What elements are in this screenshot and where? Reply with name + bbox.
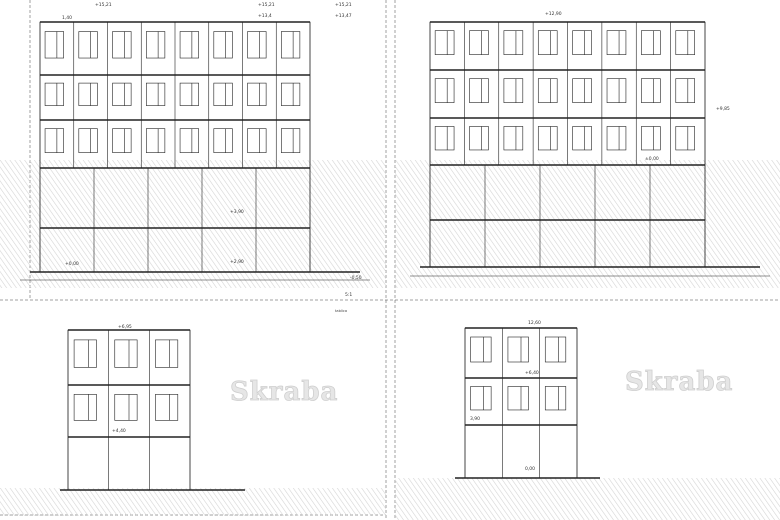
window-opening [606, 30, 627, 55]
level-label: +12,90 [545, 11, 562, 17]
window-opening [544, 336, 567, 363]
window-opening [469, 30, 489, 55]
window-opening [572, 30, 592, 55]
dimension-label: +9,85 [716, 106, 730, 112]
window-opening [434, 78, 455, 103]
window-opening [537, 78, 558, 103]
level-label: 3,90 [470, 416, 480, 422]
level-label: +0,00 [65, 261, 79, 267]
window-opening [470, 336, 492, 363]
dimension-label: 12,60 [528, 320, 541, 326]
window-opening [281, 82, 301, 106]
window-opening [44, 31, 64, 59]
window-opening [247, 128, 267, 153]
window-opening [537, 30, 558, 55]
window-opening [469, 126, 489, 151]
window-opening [641, 78, 661, 103]
window-opening [503, 30, 524, 55]
window-opening [641, 126, 661, 151]
elevation-top-right: +12,90 +9,85 ±0,00 [410, 11, 770, 277]
window-opening [114, 394, 138, 421]
window-opening [179, 31, 199, 59]
level-label: +13,4 [258, 13, 272, 19]
window-opening [213, 31, 233, 59]
section-bottom-left: +4,40 +6,95 [60, 324, 245, 491]
window-opening [572, 78, 592, 103]
window-opening [503, 126, 524, 151]
window-opening [247, 31, 267, 59]
window-opening [179, 82, 199, 106]
window-opening [469, 78, 489, 103]
window-opening [112, 82, 132, 106]
window-opening [155, 339, 179, 368]
window-opening [179, 128, 199, 153]
level-label: 1,40 [62, 15, 72, 21]
window-opening [434, 30, 455, 55]
section-bottom-right: 12,60 +6,40 0,00 3,90 [455, 320, 600, 479]
window-opening [213, 128, 233, 153]
window-opening [78, 128, 98, 153]
window-opening [44, 128, 64, 153]
level-label: 0,00 [525, 466, 535, 472]
watermark-left: Skraba [230, 377, 338, 407]
level-label: +2,90 [230, 259, 244, 265]
level-label: +15,21 [258, 2, 275, 8]
window-opening [73, 394, 97, 421]
window-opening [503, 78, 524, 103]
window-opening [434, 126, 455, 151]
window-opening [44, 82, 64, 106]
window-opening [78, 31, 98, 59]
level-label: +6,40 [525, 370, 539, 376]
window-opening [606, 126, 627, 151]
ground-note: tablica [335, 309, 347, 313]
elevation-top-left: 1,40 +15,21 +15,21 +13,4 +13,47 +15,21 +… [20, 2, 370, 313]
scale-label: 5:1 [345, 292, 352, 298]
window-opening [146, 82, 166, 106]
window-opening [213, 82, 233, 106]
window-opening [155, 394, 179, 421]
window-opening [112, 31, 132, 59]
window-opening [470, 386, 492, 411]
window-opening [507, 386, 529, 411]
window-opening [114, 339, 138, 368]
window-opening [675, 30, 695, 55]
watermark-right: Skraba [625, 367, 733, 397]
window-opening [281, 31, 301, 59]
window-opening [78, 82, 98, 106]
level-label: -0,50 [350, 275, 362, 281]
window-opening [675, 126, 695, 151]
window-opening [73, 339, 97, 368]
window-opening [572, 126, 592, 151]
window-opening [247, 82, 267, 106]
level-label: +6,95 [118, 324, 132, 330]
level-label: +15,21 [95, 2, 112, 8]
window-opening [146, 128, 166, 153]
level-label: +4,40 [112, 428, 126, 434]
window-opening [507, 336, 529, 363]
window-opening [112, 128, 132, 153]
level-label: +15,21 [335, 2, 352, 8]
level-label: ±0,00 [645, 156, 659, 162]
level-label: +3,90 [230, 209, 244, 215]
window-opening [675, 78, 695, 103]
window-opening [281, 128, 301, 153]
window-opening [641, 30, 661, 55]
window-opening [544, 386, 567, 411]
window-opening [537, 126, 558, 151]
level-label: +13,47 [335, 13, 352, 19]
window-opening [146, 31, 166, 59]
window-opening [606, 78, 627, 103]
